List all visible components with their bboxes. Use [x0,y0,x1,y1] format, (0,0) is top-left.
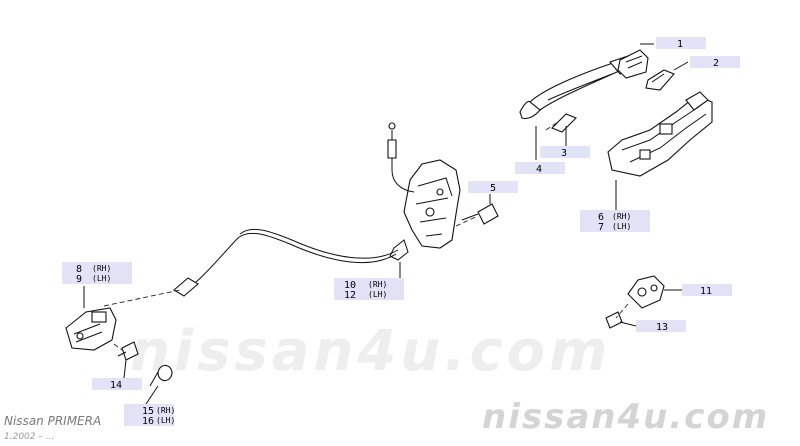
door-striker [627,275,665,309]
door-lock-actuator [389,159,461,261]
rod-cable [387,122,415,193]
callout-11: 11 [682,284,732,297]
callout-10-12: 10 (RH) 12 (LH) [334,278,404,301]
front-gasket [551,113,577,133]
callout-number: 4 [536,164,542,175]
escutcheon-gasket [645,69,675,91]
callout-number: 7 [598,222,604,233]
callout-13: 13 [636,320,686,333]
watermark-corner: nissan4u.com [482,397,769,437]
callout-number: 5 [490,183,496,194]
callout-number: 3 [561,148,567,159]
callout-number: 10 [344,280,356,291]
callout-5: 5 [468,181,518,194]
callout-number: 12 [344,290,356,301]
callout-number: 16 [142,416,154,427]
callout-number: 13 [656,322,668,333]
callout-8-9: 8 (RH) 9 (LH) [62,262,132,285]
callout-1: 1 [656,37,706,50]
model-caption: Nissan PRIMERA [4,414,101,428]
callout-4: 4 [515,162,565,175]
callout-side: (LH) [368,290,387,299]
inside-handle-screw [117,341,139,361]
callout-number: 2 [713,58,719,69]
callout-side: (RH) [612,212,631,221]
latch-screw [461,203,499,225]
years-caption: 1.2002 – ... [4,432,54,442]
callout-number: 15 [142,406,154,417]
callout-side: (LH) [156,416,175,425]
callout-number: 1 [677,39,683,50]
handle-escutcheon [617,49,649,79]
callout-14: 14 [92,378,142,391]
callout-2: 2 [690,56,740,69]
callout-15-16: 15 (RH) 16 (LH) [124,404,175,427]
callout-number: 6 [598,212,604,223]
handle-bracket [607,91,713,177]
callout-6-7: 6 (RH) 7 (LH) [580,210,650,233]
cable-clip [149,364,173,387]
callout-side: (RH) [368,280,387,289]
watermark-main: nissan4u.com [130,319,612,384]
inside-handle-cable [173,228,399,297]
callout-3: 3 [540,146,590,159]
callout-number: 11 [700,286,712,297]
inside-handle [65,307,117,351]
callout-side: (LH) [612,222,631,231]
callout-side: (RH) [92,264,111,273]
callout-number: 8 [76,264,82,275]
callout-number: 14 [110,380,122,391]
callout-side: (RH) [156,406,175,415]
callout-side: (LH) [92,274,111,283]
callout-number: 9 [76,274,82,285]
